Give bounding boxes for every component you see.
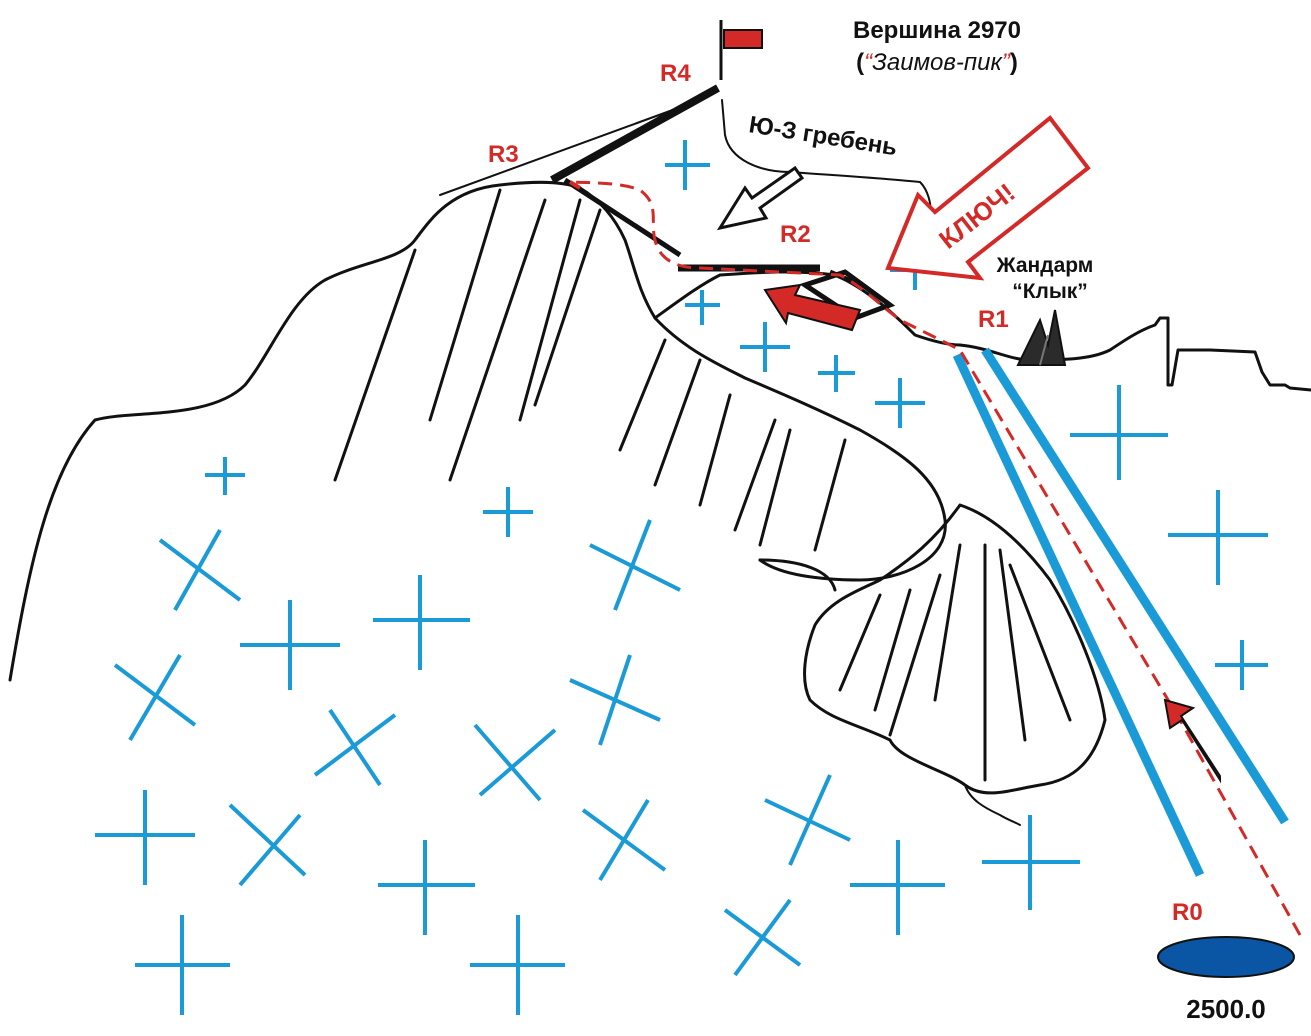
station-r0: R0 bbox=[1172, 899, 1203, 926]
station-r3: R3 bbox=[488, 141, 519, 168]
route-solid-segments bbox=[568, 180, 582, 190]
spur-tail bbox=[964, 784, 1021, 826]
couloir-right-edge bbox=[981, 347, 1289, 825]
summit-title: Вершина 2970 bbox=[853, 17, 1021, 44]
gendarme-icon bbox=[1016, 309, 1067, 366]
ridge-bracket bbox=[721, 99, 932, 216]
route-line bbox=[569, 180, 1302, 936]
lake-icon bbox=[1157, 936, 1295, 978]
couloir-left-edge bbox=[952, 353, 1205, 877]
route-path bbox=[569, 180, 1302, 936]
ridge-arrow-icon bbox=[716, 165, 805, 231]
station-r1: R1 bbox=[978, 306, 1009, 333]
r2-direction-arrow-icon bbox=[763, 283, 862, 332]
summit-name-close-paren: ) bbox=[1010, 49, 1018, 76]
gendarme-line1: Жандарм bbox=[996, 254, 1094, 277]
couloir bbox=[952, 347, 1289, 877]
r3-guide-line bbox=[439, 99, 701, 196]
main-ridge-outline bbox=[8, 180, 947, 682]
summit-name-quote-open: “ bbox=[864, 49, 874, 76]
summit-name-value: Заимов-пик bbox=[872, 49, 1003, 76]
rope-sections bbox=[550, 84, 896, 321]
summit-name-open-paren: ( bbox=[856, 49, 864, 76]
gendarme-line2: “Клык” bbox=[1012, 280, 1088, 303]
rope-r3-r4 bbox=[550, 84, 720, 184]
summit-name-quote-close: ” bbox=[1002, 49, 1011, 76]
lower-spur-outline bbox=[803, 503, 1107, 795]
ridge-label: Ю-З гребень bbox=[747, 111, 899, 161]
rock-hatching bbox=[333, 188, 1072, 782]
base-elevation: 2500.0 bbox=[1186, 994, 1266, 1024]
snowfield-outline bbox=[758, 558, 837, 592]
mountain-outline bbox=[8, 99, 1311, 826]
station-r2: R2 bbox=[780, 221, 811, 248]
ascent-arrow-icon bbox=[1163, 698, 1221, 784]
glacier-marks bbox=[95, 140, 1268, 1015]
rope-r3-down bbox=[563, 177, 682, 258]
east-ridge-outline bbox=[958, 316, 1311, 392]
summit-name: (“Заимов-пик”) bbox=[856, 49, 1018, 76]
summit-flag-icon bbox=[719, 20, 763, 80]
station-r4: R4 bbox=[660, 60, 691, 87]
